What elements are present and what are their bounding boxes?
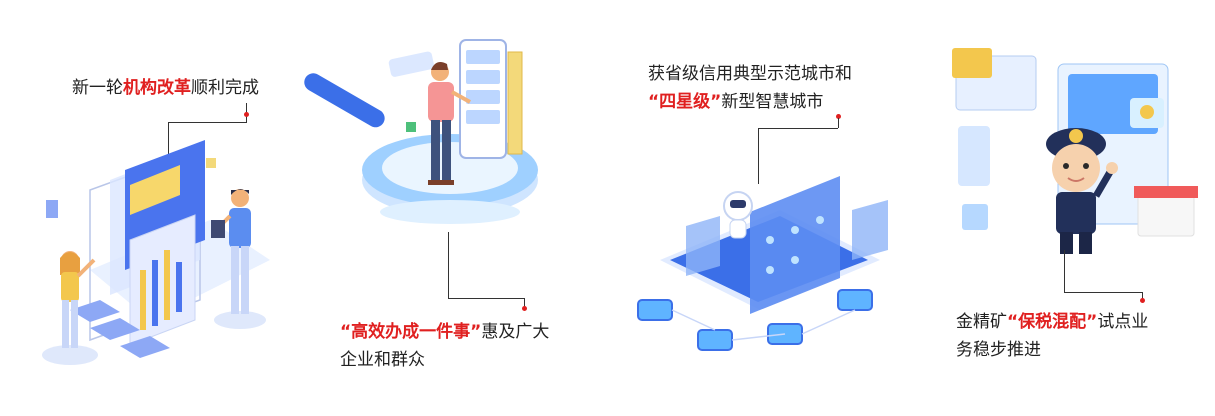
caption-bonded-blending-line2: 务稳步推进 [956, 340, 1041, 360]
leader-dot [836, 114, 841, 119]
caption-text: 惠及广大 [481, 322, 550, 342]
caption-bonded-blending: 金精矿“保税混配”试点业 [956, 308, 1148, 336]
panel-smart-city: 获省级信用典型示范城市和 “四星级”新型智慧城市 [620, 0, 920, 416]
panel-bonded-blending: 金精矿“保税混配”试点业 务稳步推进 [930, 0, 1215, 416]
caption-efficiency-line2: 企业和群众 [340, 350, 425, 370]
caption-smart-city-line1: 获省级信用典型示范城市和 [648, 64, 852, 84]
caption-highlight: “高效办成一件事” [340, 322, 482, 342]
caption-text: 顺利完成 [191, 78, 259, 98]
leader-line [758, 128, 759, 184]
leader-dot [1140, 298, 1145, 303]
magnifier-phone-illustration [304, 39, 538, 224]
leader-dot [522, 306, 527, 311]
panel-reform: 新一轮机构改革顺利完成 [0, 0, 290, 416]
leader-dot [244, 112, 249, 117]
leader-line [168, 122, 169, 184]
leader-line [758, 128, 838, 129]
leader-line [1142, 292, 1143, 300]
panel-efficiency: “高效办成一件事”惠及广大 企业和群众 [300, 0, 600, 416]
leader-line [524, 298, 525, 308]
caption-smart-city: “四星级”新型智慧城市 [648, 88, 823, 116]
robot-smart-city-illustration [637, 176, 888, 351]
leader-line [448, 298, 524, 299]
caption-efficiency: “高效办成一件事”惠及广大 [340, 318, 549, 346]
caption-highlight: “四星级” [648, 92, 722, 112]
leader-line [838, 118, 839, 128]
caption-text: 金精矿 [956, 312, 1007, 332]
officer-shop-illustration [952, 48, 1198, 254]
caption-text: 试点业 [1097, 312, 1149, 332]
caption-text: 新一轮 [72, 78, 123, 98]
caption-highlight: 机构改革 [123, 78, 191, 98]
leader-line [1064, 292, 1142, 293]
leader-line [168, 122, 246, 123]
leader-line [448, 232, 449, 298]
caption-reform: 新一轮机构改革顺利完成 [72, 74, 259, 102]
caption-highlight: “保税混配” [1007, 312, 1098, 332]
leader-line [1064, 250, 1065, 292]
team-dashboard-illustration [42, 140, 270, 365]
caption-text: 新型智慧城市 [721, 92, 824, 112]
